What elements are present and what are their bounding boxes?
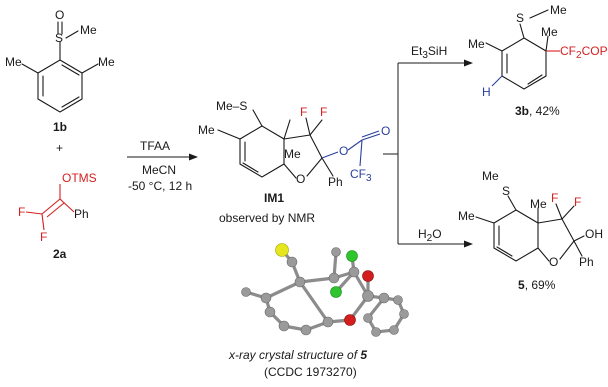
- crystal-atom-carbon: [294, 276, 306, 288]
- atom-o-carbonyl: O: [381, 124, 390, 138]
- ccdc-number: (CCDC 1973270): [264, 365, 357, 379]
- crystal-atom-carbon: [286, 256, 298, 268]
- yield-5: , 69%: [525, 278, 556, 292]
- cf3-text: CF: [350, 167, 366, 181]
- crystal-structure-caption: x-ray crystal structure of 5: [228, 348, 367, 362]
- compound-label-5: 5, 69%: [518, 278, 556, 292]
- compound-3b: S Me Me Me CF2COPh H 3b, 42%: [468, 3, 608, 118]
- atom-ph: Ph: [328, 175, 343, 189]
- label-5: 5: [518, 278, 525, 292]
- compound-label-2a: 2a: [53, 247, 67, 261]
- solvent-mecn: MeCN: [142, 163, 176, 177]
- compound-label-im1: IM1: [264, 191, 284, 205]
- reagent-water-main: H: [418, 227, 427, 241]
- atom-me-quaternary: Me: [541, 25, 558, 39]
- atom-me-ring: Me: [198, 123, 215, 137]
- atom-o: O: [55, 8, 64, 22]
- atom-me-s: Me: [550, 3, 567, 17]
- atom-ph: Ph: [74, 207, 89, 221]
- crystal-atom-carbon: [393, 295, 403, 305]
- atom-s: S: [502, 184, 510, 198]
- crystal-atom-oxygen: [362, 270, 374, 282]
- crystal-atom-carbon: [399, 309, 409, 319]
- crystal-atom-carbon: [362, 290, 374, 302]
- crystal-atom-carbon: [363, 313, 373, 323]
- temperature-time: -50 °C, 12 h: [128, 179, 192, 193]
- crystal-atom-carbon: [322, 316, 334, 328]
- atom-me-s: Me: [482, 169, 499, 183]
- crystal-caption-text: x-ray crystal structure of: [228, 348, 360, 362]
- crystal-atom-fluorine: [346, 250, 358, 262]
- atom-cf3: CF3: [350, 167, 372, 184]
- atom-f: F: [18, 205, 25, 219]
- crystal-atom-carbon: [348, 266, 360, 278]
- compound-1b: O S Me Me Me 1b: [5, 8, 115, 134]
- atom-cf2coph: CF2COPh: [560, 44, 608, 61]
- crystal-atom-carbon: [328, 272, 340, 284]
- atom-o-ring: O: [549, 255, 558, 269]
- plus-sign: +: [56, 141, 63, 155]
- atom-f: F: [40, 230, 47, 244]
- crystal-atom-carbon: [264, 306, 276, 318]
- label-3b: 3b: [515, 104, 529, 118]
- cf3-subscript: 3: [366, 173, 372, 184]
- compound-2a: OTMS F F Ph 2a: [18, 171, 97, 261]
- reagent-et3sih: Et3SiH: [411, 44, 447, 61]
- atom-f: F: [320, 105, 327, 119]
- yield-3b: , 42%: [529, 104, 560, 118]
- crystal-atom-carbon: [300, 324, 312, 336]
- crystal-atom-carbon: [331, 247, 341, 257]
- compound-label-1b: 1b: [53, 120, 67, 134]
- reagent-water-tail: O: [432, 227, 441, 241]
- reaction-arrow-step1: [127, 153, 198, 161]
- atom-h: H: [482, 85, 491, 99]
- atom-me-quaternary: Me: [284, 147, 301, 161]
- reagent-tfaa: TFAA: [140, 139, 170, 153]
- atom-mes: Me–S: [216, 99, 247, 113]
- crystal-atom-carbon: [389, 325, 399, 335]
- coph-text: COPh: [582, 44, 608, 58]
- crystal-atom-carbon: [378, 292, 390, 304]
- crystal-atom-fluorine: [330, 286, 342, 298]
- atom-me-right: Me: [98, 55, 115, 69]
- atom-otms: OTMS: [62, 171, 97, 185]
- compound-im1: Me–S Me Me F F O Ph O O CF3 IM1: [198, 99, 390, 205]
- atom-me-left: Me: [5, 55, 22, 69]
- compound-label-3b: 3b, 42%: [515, 104, 560, 118]
- atom-oh: OH: [585, 227, 603, 241]
- crystal-atom-oxygen: [344, 314, 356, 326]
- reagent-water-sub: 2: [427, 233, 433, 244]
- branching-arrows: [383, 59, 473, 248]
- atom-o-ester: O: [339, 144, 348, 158]
- atom-s: S: [55, 31, 63, 45]
- atom-f: F: [574, 195, 581, 209]
- observed-by-nmr-caption: observed by NMR: [219, 211, 315, 225]
- crystal-caption-compound: 5: [360, 348, 367, 362]
- atom-s: S: [516, 11, 524, 25]
- crystal-atom-sulfur: [275, 243, 289, 257]
- reagent-water: H2O: [418, 227, 442, 244]
- cf2-subscript: 2: [576, 50, 582, 61]
- reagent-et3sih-sub: 3: [422, 50, 428, 61]
- atom-f: F: [300, 105, 307, 119]
- reagent-et3sih-main: Et: [411, 44, 423, 58]
- compound-5: Me S Me Me F F OH O Ph 5, 69%: [458, 169, 603, 292]
- reagent-et3sih-tail: SiH: [428, 44, 447, 58]
- crystal-atom-carbon: [241, 287, 251, 297]
- atom-me-quaternary: Me: [530, 197, 547, 211]
- crystal-atom-carbon: [260, 292, 272, 304]
- atom-f: F: [551, 191, 558, 205]
- atom-ph: Ph: [579, 255, 594, 269]
- xray-crystal-structure: [241, 243, 409, 337]
- crystal-atom-carbon: [371, 327, 381, 337]
- cf2-text: CF: [560, 44, 576, 58]
- atom-me-ring: Me: [458, 209, 475, 223]
- crystal-atom-carbon: [278, 320, 290, 332]
- atom-me-ring: Me: [468, 37, 485, 51]
- atom-o-ring: O: [296, 172, 305, 186]
- atom-me-top: Me: [80, 23, 97, 37]
